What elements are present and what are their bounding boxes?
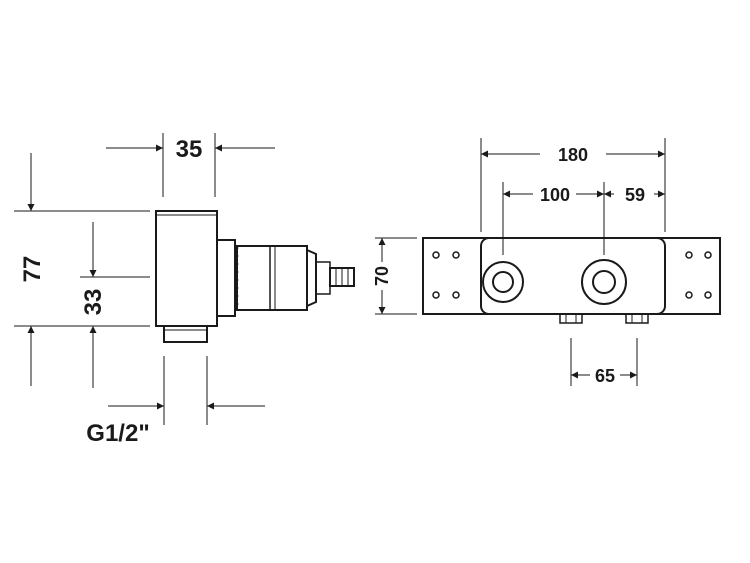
- dim-77-label: 77: [19, 256, 46, 283]
- dim-thread: G1/2": [86, 356, 265, 447]
- right-mounting-holes: [685, 251, 712, 299]
- side-bottom-nozzle: [163, 325, 208, 343]
- side-spindle: [316, 261, 331, 295]
- side-cap: [306, 248, 317, 308]
- outlet-left: [559, 313, 583, 324]
- dim-thread-label: G1/2": [86, 420, 149, 447]
- dim-59-label: 59: [625, 185, 645, 205]
- dim-70: 70: [372, 237, 417, 315]
- dim-65: 65: [570, 338, 638, 386]
- side-body: [155, 210, 218, 327]
- dim-35-label: 35: [176, 136, 203, 163]
- left-mounting-holes: [432, 251, 460, 299]
- dim-100-label: 100: [540, 185, 570, 205]
- port-left: [482, 261, 524, 303]
- dim-180: 180: [480, 138, 666, 232]
- dim-77: 77: [14, 153, 150, 386]
- outlet-right: [625, 313, 649, 324]
- front-view: 180 100 59 70: [372, 138, 721, 386]
- side-flange: [216, 239, 236, 317]
- side-cartridge: [236, 245, 308, 311]
- port-right: [581, 259, 627, 305]
- dim-65-label: 65: [595, 366, 615, 386]
- dim-180-label: 180: [558, 145, 588, 165]
- front-housing: [480, 237, 666, 315]
- dim-35: 35: [106, 133, 275, 197]
- dim-59: 59: [604, 185, 665, 205]
- side-view: 35 77 33 G1/2": [14, 133, 355, 447]
- dim-33-label: 33: [80, 289, 107, 316]
- dim-33: 33: [80, 222, 150, 388]
- dim-70-label: 70: [372, 266, 392, 286]
